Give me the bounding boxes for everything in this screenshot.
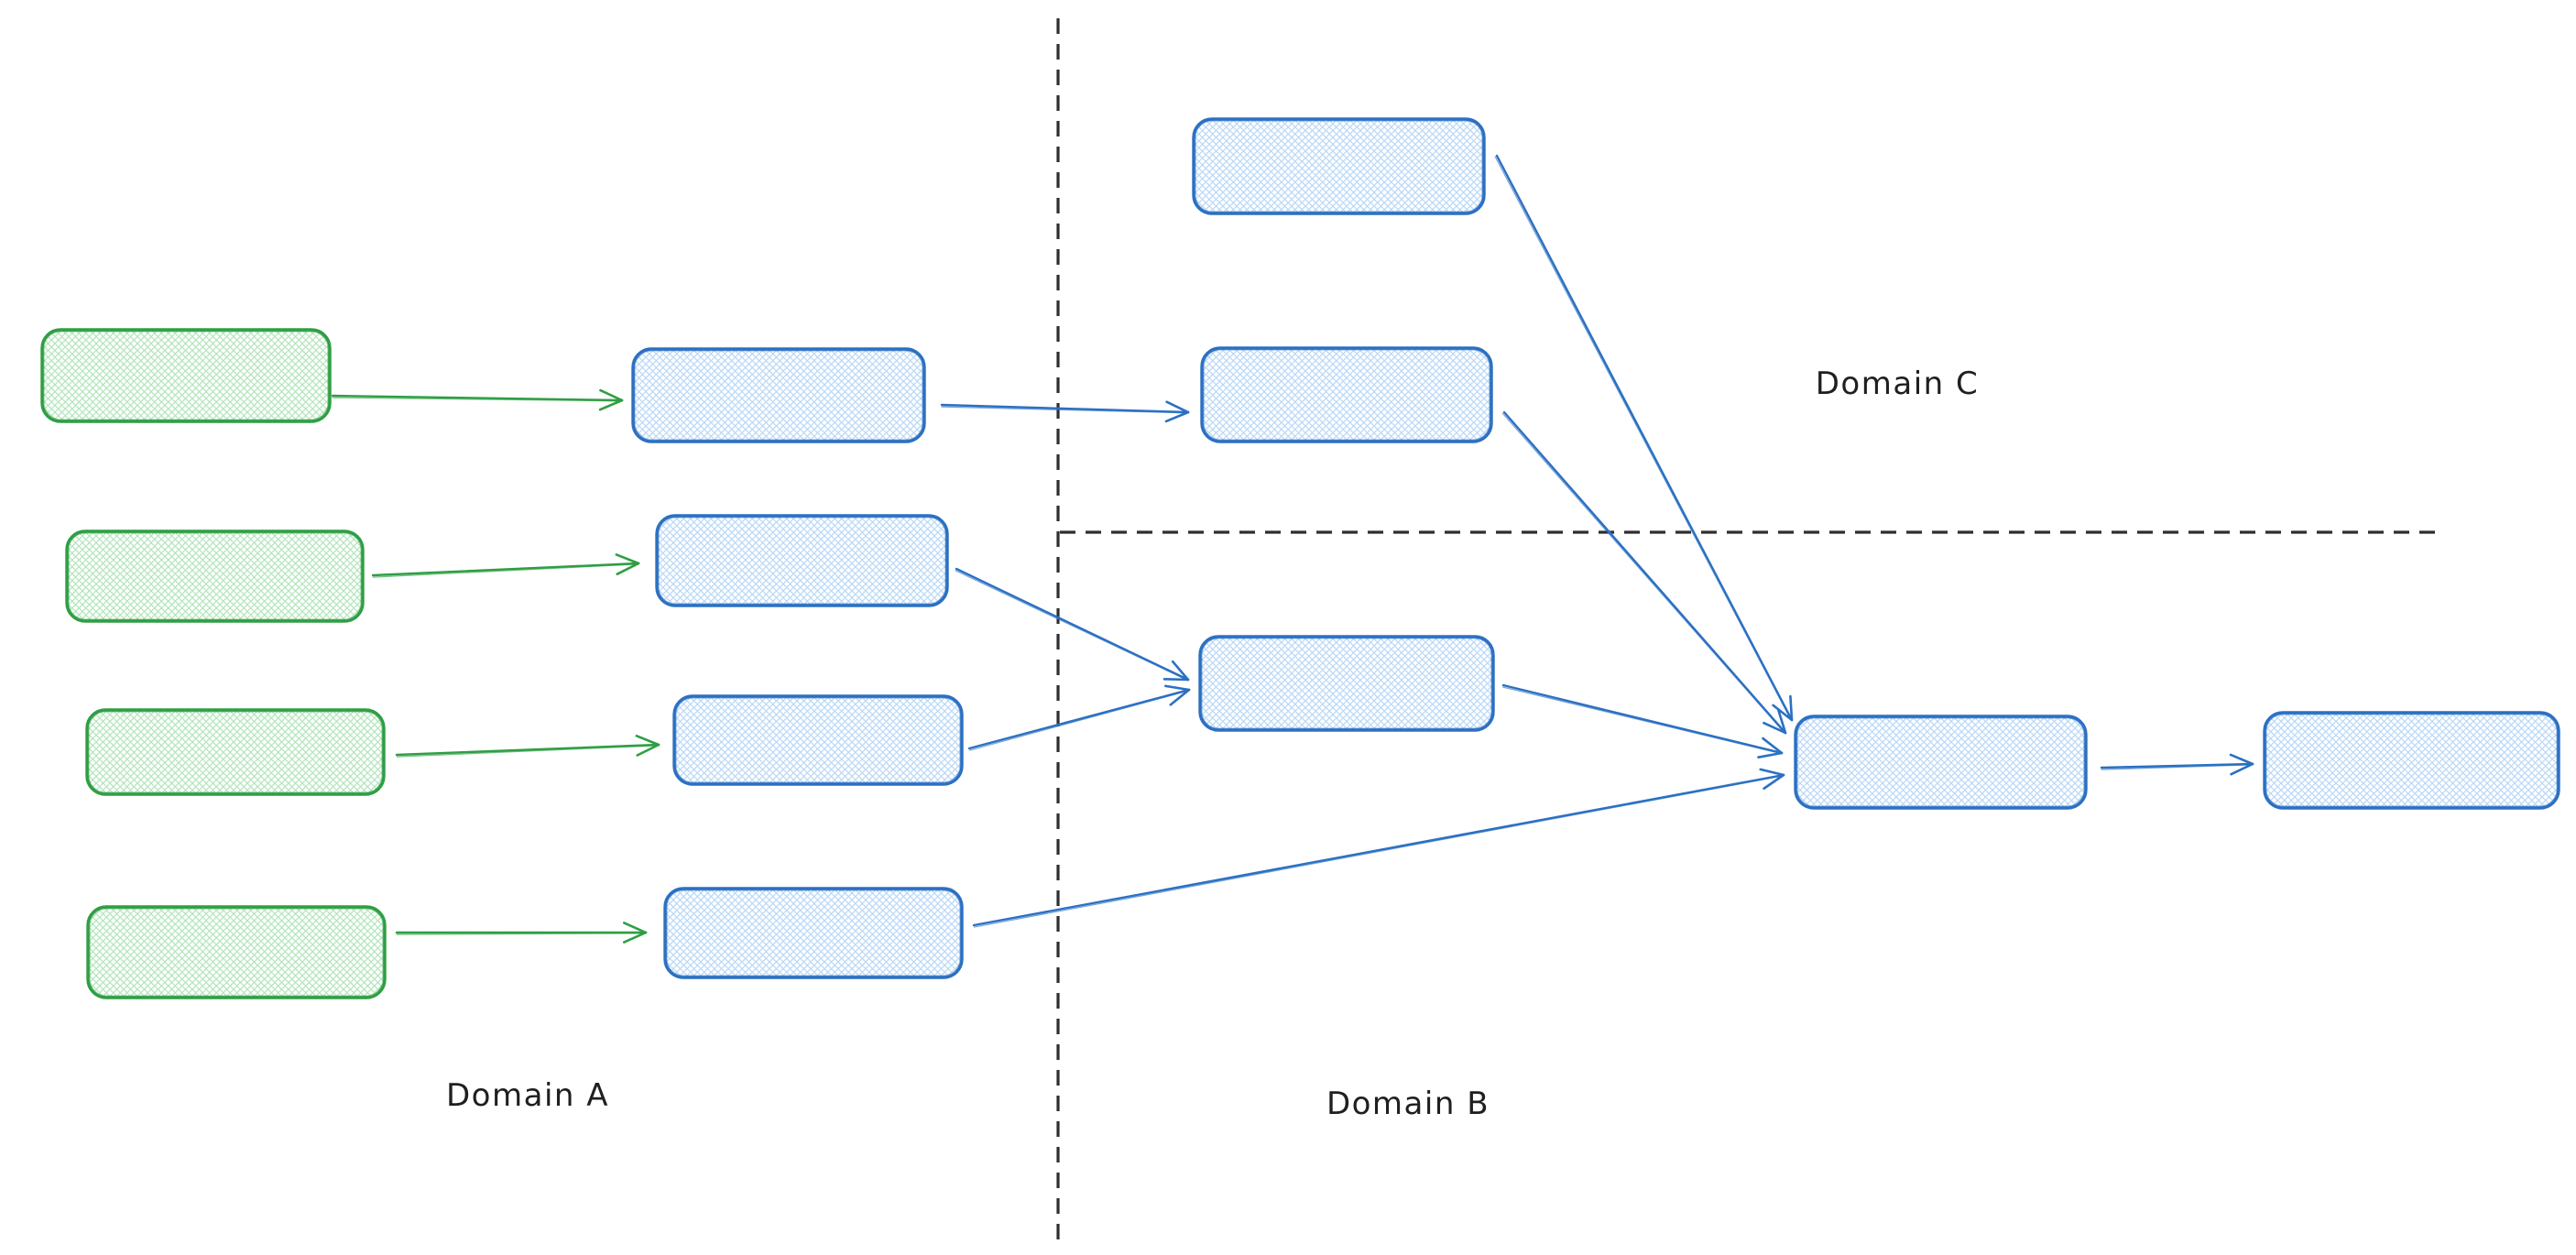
node-domain-a-source-4[interactable] <box>86 905 387 999</box>
node-domain-a-target-3[interactable] <box>672 694 964 786</box>
edge-domain-a-target-3-to-domain-b-box-lower <box>967 684 1191 751</box>
edge-domain-a-target-4-to-aggregator-box <box>972 768 1785 928</box>
edge-domain-a-target-2-to-domain-b-box-lower <box>955 567 1190 682</box>
node-domain-a-target-4[interactable] <box>663 887 964 979</box>
edge-domain-b-box-top-to-aggregator-box <box>1494 154 1794 722</box>
node-domain-a-source-2[interactable] <box>65 529 365 623</box>
label-domain-c: Domain C <box>1816 366 1979 402</box>
edges-layer <box>331 154 2254 944</box>
node-domain-b-box-lower[interactable] <box>1198 635 1495 732</box>
nodes-layer <box>40 117 2560 999</box>
node-domain-a-target-2[interactable] <box>655 514 949 607</box>
edge-domain-b-box-upper-to-aggregator-box <box>1501 410 1787 735</box>
label-domain-a: Domain A <box>446 1077 609 1114</box>
node-domain-b-box-upper[interactable] <box>1200 346 1493 443</box>
node-aggregator-box[interactable] <box>1794 715 2088 810</box>
label-domain-b: Domain B <box>1326 1086 1490 1122</box>
node-domain-a-target-1[interactable] <box>631 347 926 443</box>
edge-domain-a-source-1-to-domain-a-target-1 <box>331 388 624 411</box>
edge-aggregator-box-to-output-box <box>2100 753 2254 776</box>
edge-domain-a-source-4-to-domain-a-target-4 <box>395 922 648 944</box>
labels-layer: Domain A Domain B Domain C <box>446 366 1979 1122</box>
edge-domain-a-source-2-to-domain-a-target-2 <box>371 553 640 578</box>
node-domain-a-source-1[interactable] <box>40 328 332 423</box>
node-domain-b-box-top[interactable] <box>1192 117 1486 215</box>
edge-domain-b-box-lower-to-aggregator-box <box>1501 683 1784 758</box>
edge-domain-a-source-3-to-domain-a-target-3 <box>395 735 660 758</box>
edge-domain-a-target-1-to-domain-b-box-upper <box>940 400 1190 423</box>
node-domain-a-source-3[interactable] <box>85 708 386 796</box>
node-output-box[interactable] <box>2263 711 2560 810</box>
